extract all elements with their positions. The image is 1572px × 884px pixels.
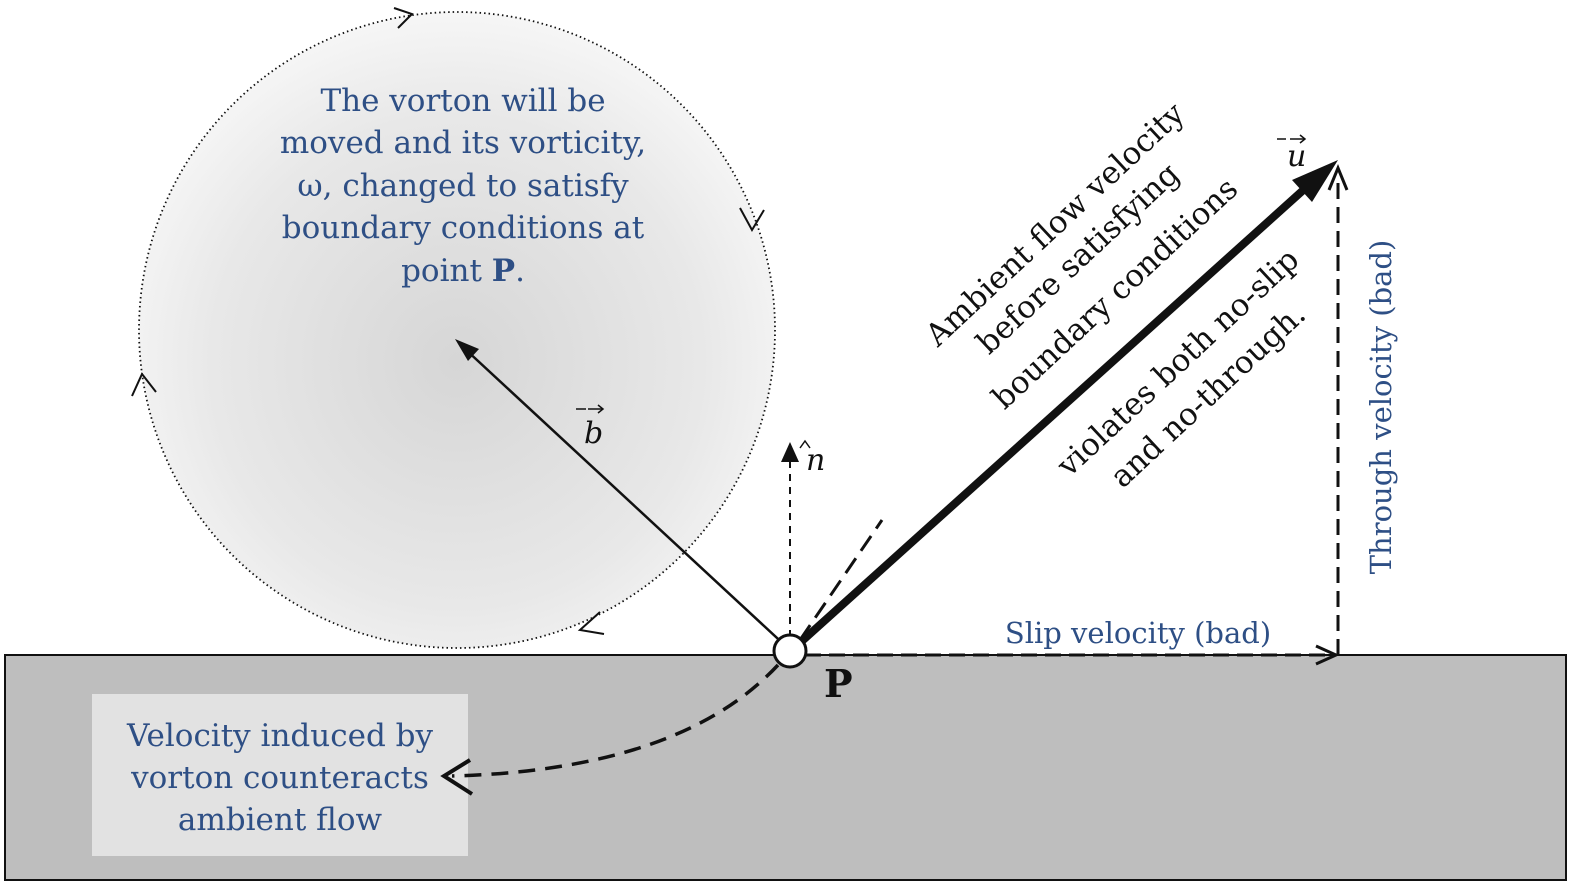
vector-b-label: b <box>576 404 605 451</box>
point-p-marker <box>772 633 808 669</box>
vector-b-arrowhead-icon <box>455 339 479 361</box>
violates-note: violates both no-slip and no-through. <box>1049 242 1312 495</box>
induced-velocity-arrowhead-icon <box>440 758 474 796</box>
vector-u-label: u <box>1277 134 1306 174</box>
ambient-velocity-u-line <box>789 172 1323 653</box>
point-p-label: P <box>824 661 853 706</box>
slip-velocity-arrowhead-icon <box>1315 644 1340 666</box>
ambient-note-line-1: Ambient flow velocity <box>918 95 1192 354</box>
through-velocity-arrowhead-icon <box>1327 164 1349 191</box>
slip-velocity-label: Slip velocity (bad) <box>1005 616 1271 650</box>
vorton-note-line-5: point P. <box>401 253 525 289</box>
vorton-note-line-2: moved and its vorticity, <box>280 125 646 161</box>
vector-n-label-text: n <box>806 443 825 478</box>
rotation-arrow-bottom-icon <box>577 611 605 635</box>
induced-note: Velocity induced by vorton counteracts a… <box>126 718 434 838</box>
normal-n-arrowhead-icon <box>781 442 799 462</box>
vorton-note: The vorton will be moved and its vortici… <box>280 83 646 289</box>
through-velocity-label: Through velocity (bad) <box>1364 240 1398 575</box>
induced-note-line-3: ambient flow <box>178 802 383 838</box>
vector-n-label: n <box>799 439 825 478</box>
induced-note-line-1: Velocity induced by <box>126 718 434 754</box>
induced-velocity-curve <box>451 663 780 778</box>
rotation-arrow-left-icon <box>131 372 157 397</box>
induced-note-line-2: vorton counteracts <box>130 760 429 796</box>
tangent-dashed-line <box>798 519 884 641</box>
rotation-arrow-right-icon <box>739 207 765 233</box>
vector-u-label-text: u <box>1287 139 1306 174</box>
vorton-note-line-4: boundary conditions at <box>282 210 645 246</box>
vector-b-label-text: b <box>584 416 603 451</box>
ambient-velocity-u-arrowhead-icon <box>1292 160 1338 202</box>
vector-b-line <box>463 347 791 651</box>
vorton-note-line-1: The vorton will be <box>320 83 605 119</box>
induced-note-box <box>92 694 468 856</box>
rotation-arrow-top-icon <box>393 7 414 29</box>
vorton-note-line-3: ω, changed to satisfy <box>297 168 629 204</box>
